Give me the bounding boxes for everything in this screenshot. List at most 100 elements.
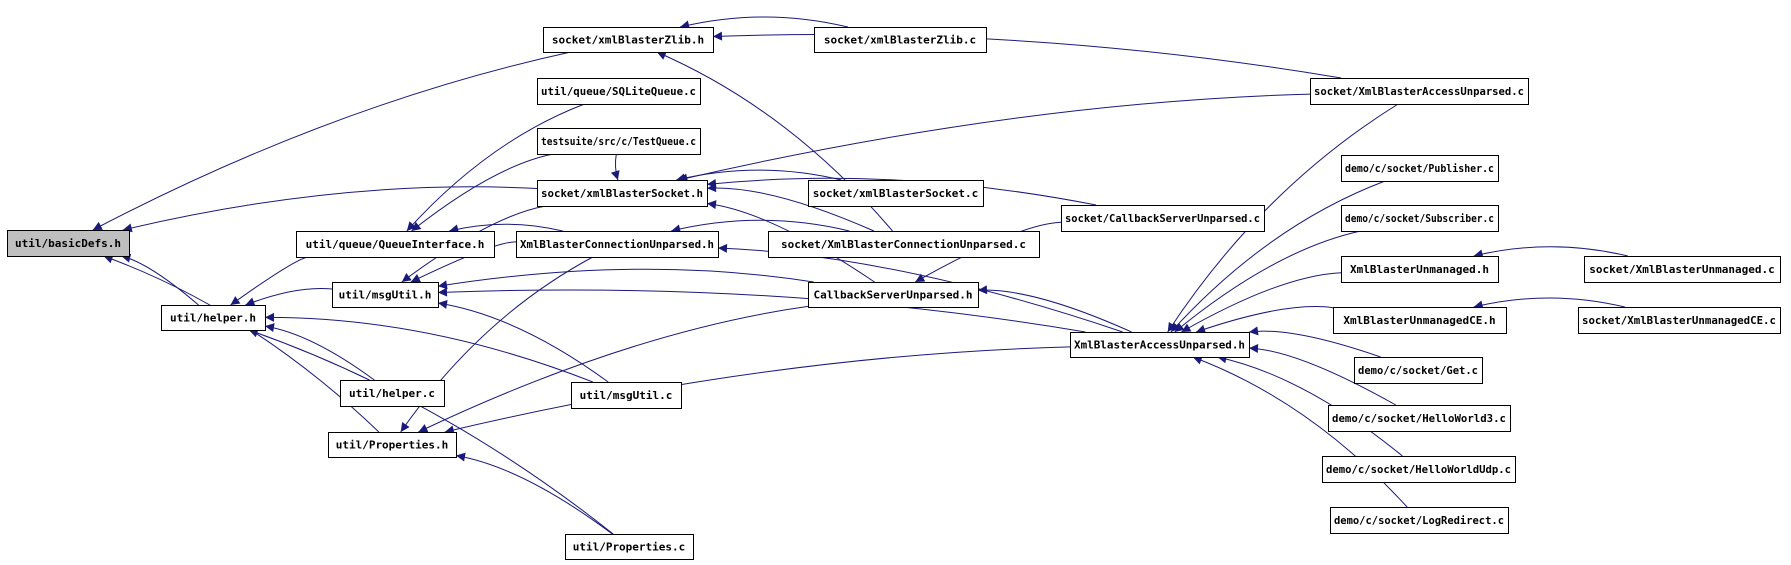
node-socket-xmlblasterunmanaged-c[interactable]: socket/XmlBlasterUnmanaged.c — [1584, 256, 1781, 283]
edge-line — [121, 253, 199, 306]
node-xmlblasterconnectionunparsed-h[interactable]: XmlBlasterConnectionUnparsed.h — [516, 231, 719, 258]
edge-line — [1174, 230, 1361, 333]
node-box — [565, 534, 694, 560]
node-box — [296, 231, 495, 258]
node-xmlblasterunmanagedce-h[interactable]: XmlBlasterUnmanagedCE.h — [1333, 307, 1507, 334]
edge-get-c-to-xmlblasteraccessunparsed-h — [1248, 326, 1381, 358]
edge-line — [717, 243, 1123, 333]
edge-line — [449, 223, 563, 234]
edge-line — [1473, 246, 1628, 259]
edge-xmlblasterzlib-c-to-xmlblasterzlib-h — [679, 16, 849, 30]
edge-line — [230, 256, 309, 306]
edge-xmlblasteraccessunparsed-h-to-properties-h — [444, 346, 1071, 435]
edge-line — [264, 323, 375, 381]
edge-line — [1167, 103, 1399, 333]
node-label: socket/xmlBlasterSocket.h — [541, 187, 703, 200]
node-label: util/helper.h — [170, 312, 256, 325]
node-label: util/queue/SQLiteQueue.c — [541, 85, 696, 98]
node-socket-xmlblastersocket-c[interactable]: socket/xmlBlasterSocket.c — [808, 180, 984, 207]
edge-testqueue-c-to-xmlblastersocket-h — [610, 153, 620, 181]
edge-helloworld3-c-to-xmlblasteraccessunparsed-h — [1248, 343, 1397, 406]
node-util-helper-h[interactable]: util/helper.h — [161, 305, 266, 331]
node-box — [543, 27, 714, 53]
edge-line — [245, 287, 333, 306]
edge-line — [455, 452, 613, 535]
node-xmlblasterunmanaged-h[interactable]: XmlBlasterUnmanaged.h — [1341, 256, 1499, 283]
edge-xmlblasterconnectionunparsed-h-to-queueinterface-h — [449, 223, 563, 234]
node-util-helper-c[interactable]: util/helper.c — [340, 380, 445, 407]
node-socket-xmlblasterzlib-h[interactable]: socket/xmlBlasterZlib.h — [543, 27, 714, 53]
node-socket-callbackserverunparsed-c[interactable]: socket/CallbackServerUnparsed.c — [1061, 205, 1265, 232]
node-box — [332, 282, 439, 308]
edge-msgutil-h-to-helper-h — [245, 287, 333, 306]
edge-line — [977, 285, 1132, 333]
node-box — [7, 230, 130, 257]
edge-line — [706, 183, 875, 232]
node-util-queue-queueinterface-h[interactable]: util/queue/QueueInterface.h — [296, 231, 495, 258]
node-socket-xmlblasterconnectionunparsed-c[interactable]: socket/XmlBlasterConnectionUnparsed.c — [768, 231, 1040, 258]
edge-properties-c-to-helper-h — [248, 328, 614, 535]
edge-line — [401, 205, 546, 283]
node-util-msgutil-h[interactable]: util/msgUtil.h — [332, 282, 439, 308]
node-box — [1061, 205, 1265, 232]
edge-line — [610, 153, 620, 181]
node-socket-xmlblasterzlib-c[interactable]: socket/xmlBlasterZlib.c — [814, 27, 987, 53]
edge-xmlblasterzlib-h-to-basicdefs — [92, 51, 571, 231]
node-demo-c-socket-get-c[interactable]: demo/c/socket/Get.c — [1354, 357, 1483, 384]
node-label: util/Properties.c — [573, 541, 686, 554]
node-demo-c-socket-helloworld3-c[interactable]: demo/c/socket/HelloWorld3.c — [1328, 405, 1511, 432]
node-util-msgutil-c[interactable]: util/msgUtil.c — [571, 382, 682, 409]
edge-line — [706, 200, 875, 283]
edge-line — [1170, 180, 1386, 333]
node-box — [808, 180, 984, 207]
node-label: socket/CallbackServerUnparsed.c — [1065, 212, 1260, 225]
node-util-properties-c[interactable]: util/Properties.c — [565, 534, 694, 560]
node-box — [1341, 256, 1499, 283]
node-label: XmlBlasterConnectionUnparsed.h — [520, 238, 714, 251]
node-label: demo/c/socket/HelloWorld3.c — [1332, 412, 1506, 425]
node-label: socket/xmlBlasterZlib.c — [824, 34, 976, 47]
node-demo-c-socket-subscriber-c[interactable]: demo/c/socket/Subscriber.c — [1341, 205, 1499, 232]
node-socket-xmlblasterunmanagedce-c[interactable]: socket/XmlBlasterUnmanagedCE.c — [1578, 307, 1781, 334]
node-xmlblasteraccessunparsed-h[interactable]: XmlBlasterAccessUnparsed.h — [1070, 332, 1250, 358]
edge-properties-c-to-properties-h — [455, 452, 613, 535]
node-box — [1310, 78, 1529, 105]
edge-line — [1217, 354, 1403, 457]
node-demo-c-socket-logredirect-c[interactable]: demo/c/socket/LogRedirect.c — [1330, 507, 1509, 534]
node-socket-xmlblasteraccessunparsed-c[interactable]: socket/XmlBlasterAccessUnparsed.c — [1310, 78, 1529, 105]
edge-callbackserverunparsed-h-to-properties-h — [418, 305, 809, 433]
edge-callbackserverunparsed-h-to-xmlblastersocket-h — [706, 200, 875, 283]
edge-xmlblasterconnectionunparsed-c-to-xmlblastersocket-h — [706, 183, 875, 232]
edge-xmlblasteraccessunparsed-h-to-xmlblasterconnectionunparsed-h — [717, 243, 1123, 333]
edge-line — [1181, 272, 1342, 333]
edge-xmlblastersocket-c-to-xmlblastersocket-h — [676, 169, 842, 183]
edge-line — [437, 299, 609, 383]
node-demo-c-socket-helloworldudp-c[interactable]: demo/c/socket/HelloWorldUdp.c — [1322, 456, 1516, 483]
node-util-properties-h[interactable]: util/Properties.h — [328, 432, 457, 458]
node-label: XmlBlasterUnmanaged.h — [1350, 263, 1489, 276]
node-box — [768, 231, 1040, 258]
edge-line — [679, 16, 849, 30]
edge-line — [1473, 297, 1625, 310]
node-util-queue-sqlitequeue-c[interactable]: util/queue/SQLiteQueue.c — [537, 78, 701, 105]
node-box — [328, 432, 457, 458]
node-demo-c-socket-publisher-c[interactable]: demo/c/socket/Publisher.c — [1341, 155, 1499, 182]
edges — [92, 16, 1628, 535]
node-label: CallbackServerUnparsed.h — [814, 289, 973, 302]
node-box — [1333, 307, 1507, 334]
node-label: socket/XmlBlasterUnmanaged.c — [1589, 263, 1774, 276]
node-label: socket/XmlBlasterUnmanagedCE.c — [1582, 314, 1776, 327]
node-box — [571, 382, 682, 409]
edge-xmlblasterunmanaged-c-to-xmlblasterunmanaged-h — [1473, 246, 1628, 259]
node-label: socket/xmlBlasterSocket.c — [813, 187, 979, 200]
node-socket-xmlblastersocket-h[interactable]: socket/xmlBlasterSocket.h — [537, 180, 708, 207]
node-testsuite-src-c-testqueue-c[interactable]: testsuite/src/c/TestQueue.c — [537, 128, 701, 155]
node-label: demo/c/socket/HelloWorldUdp.c — [1326, 463, 1511, 476]
node-label: XmlBlasterUnmanagedCE.h — [1343, 314, 1495, 327]
node-box — [808, 282, 979, 308]
node-label: util/helper.c — [349, 387, 435, 400]
node-label: demo/c/socket/Subscriber.c — [1345, 212, 1494, 225]
node-box — [537, 78, 701, 105]
node-callbackserverunparsed-h[interactable]: CallbackServerUnparsed.h — [808, 282, 979, 308]
node-label: XmlBlasterAccessUnparsed.h — [1074, 339, 1245, 352]
